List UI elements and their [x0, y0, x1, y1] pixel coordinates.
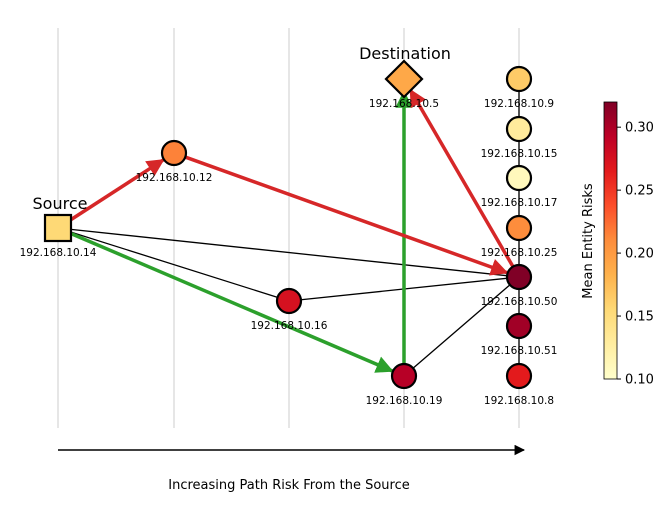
node-192-168-10-14: [43, 213, 73, 243]
colorbar-tick-label: 0.30: [625, 121, 654, 136]
x-axis-title: Increasing Path Risk From the Source: [168, 478, 409, 493]
node-labels: 192.168.10.14 192.168.10.12 192.168.10.16 1…: [20, 98, 558, 407]
node-192-168-10-19: [390, 362, 418, 390]
node-192-168-10-51: [505, 312, 533, 340]
node-label-192-168-10-17: 192.168.10.17: [481, 197, 558, 209]
node-label-192-168-10-25: 192.168.10.25: [481, 247, 558, 259]
node-192-168-10-17: [505, 164, 533, 192]
node-label-192-168-10-12: 192.168.10.12: [136, 172, 213, 184]
node-192-168-10-25: [505, 214, 533, 242]
node-label-192-168-10-8: 192.168.10.8: [484, 395, 554, 407]
node-label-192-168-10-15: 192.168.10.15: [481, 148, 558, 160]
colorbar-tick-label: 0.20: [625, 247, 654, 262]
node-192-168-10-5: [384, 59, 424, 99]
highlighted-path-edges: [67, 88, 515, 373]
nodes: [43, 59, 533, 390]
edge-worst-192-168-10-12-to-192-168-10-50: [184, 155, 509, 276]
node-label-192-168-10-9: 192.168.10.9: [484, 98, 554, 110]
column-gridlines: [57, 28, 520, 428]
edge-plain-192-168-10-19-to-192-168-10-50: [403, 276, 520, 377]
node-label-192-168-10-50: 192.168.10.50: [481, 296, 558, 308]
colorbar: 0.10 0.15 0.20 0.25 0.30 Mean Entity Risks: [581, 101, 654, 388]
colorbar-ticks: 0.10 0.15 0.20 0.25 0.30: [617, 121, 654, 388]
node-192-168-10-15: [505, 115, 533, 143]
colorbar-tick-label: 0.10: [625, 373, 654, 388]
source-label: Source: [33, 194, 88, 213]
node-192-168-10-50: [505, 263, 533, 291]
edge-best-192-168-10-14-to-192-168-10-19: [68, 231, 394, 373]
node-label-192-168-10-19: 192.168.10.19: [366, 395, 443, 407]
node-192-168-10-16: [275, 287, 303, 315]
colorbar-tick-label: 0.15: [625, 310, 654, 325]
colorbar-gradient: [603, 101, 618, 380]
edge-worst-192-168-10-50-to-192-168-10-5: [409, 88, 515, 268]
node-192-168-10-8: [505, 362, 533, 390]
node-label-192-168-10-16: 192.168.10.16: [251, 320, 328, 332]
node-label-192-168-10-14: 192.168.10.14: [20, 247, 97, 259]
destination-label: Destination: [359, 44, 451, 63]
edge-plain-192-168-10-14-to-192-168-10-16: [57, 227, 290, 302]
node-192-168-10-12: [160, 139, 188, 167]
edge-worst-192-168-10-14-to-192-168-10-12: [67, 158, 165, 223]
colorbar-tick-label: 0.25: [625, 184, 654, 199]
colorbar-title: Mean Entity Risks: [581, 183, 596, 299]
edge-plain-192-168-10-14-to-192-168-10-50: [57, 227, 520, 278]
node-label-192-168-10-5: 192.168.10.5: [369, 98, 439, 110]
node-label-192-168-10-51: 192.168.10.51: [481, 345, 558, 357]
node-192-168-10-9: [505, 65, 533, 93]
